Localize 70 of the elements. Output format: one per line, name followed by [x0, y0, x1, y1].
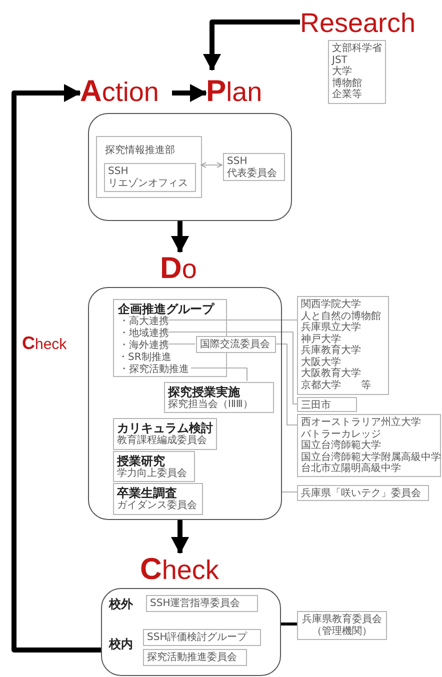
list-item: ・地域連携 — [119, 328, 171, 340]
list-item: JST — [332, 54, 348, 66]
heading-text: Action — [80, 70, 172, 114]
text-line: 探究情報推進部 — [105, 145, 175, 156]
list-item: 企業等 — [332, 89, 363, 100]
arrow — [171, 520, 189, 554]
arrow — [172, 84, 207, 102]
heading-text: Do — [160, 252, 210, 286]
text-line: 探究担当会（ⅠⅡⅢ） — [168, 399, 254, 410]
connector-line — [281, 622, 297, 626]
arrow — [200, 162, 222, 168]
label-box: SSH 代表委員会 — [223, 153, 285, 181]
heading-text: Check — [140, 553, 232, 587]
heading-text: Research — [300, 6, 432, 40]
list-item: 兵庫教育大学 — [301, 345, 362, 356]
label-box: 国際交流委員会 — [196, 336, 276, 353]
heading-text: Plan — [206, 70, 278, 114]
arrow — [203, 20, 300, 71]
list-item: バトラーカレッジ — [301, 428, 382, 440]
heading-text: 校内 — [109, 637, 133, 651]
committee-box — [113, 418, 217, 450]
list-item: ・海外連携 — [119, 340, 171, 352]
committee-box — [164, 382, 274, 413]
connector-line — [190, 368, 248, 382]
text-line: 学力向上委員会 — [117, 468, 188, 480]
group-box — [96, 136, 202, 198]
label-box: 兵庫県教育委員会（管理機関） — [297, 611, 387, 640]
connector-line — [274, 344, 298, 426]
list-item: 人と自然の博物館 — [301, 310, 382, 322]
label-box: SSH リエゾンオフィス — [104, 163, 196, 192]
list-item: 国立台湾師範大学 — [301, 440, 382, 452]
list-item: 台北市立陽明高級中学 — [301, 463, 402, 474]
list-item: ・探究活動推進 — [119, 364, 193, 376]
heading-text: カリキュラム検討 — [117, 421, 213, 435]
edge-label: Check — [22, 333, 67, 354]
rounded-panel — [88, 287, 282, 520]
label-box: SSH評価検討グループ — [143, 629, 261, 646]
list-item: 関西学院大学 — [301, 299, 362, 310]
heading-text: 探究授業実施 — [168, 385, 241, 399]
label-box: SSH運営指導委員会 — [146, 595, 258, 612]
connector-line — [168, 332, 298, 404]
list-item: 大阪大学 — [301, 356, 342, 368]
label-box — [328, 40, 386, 104]
text-line: ・SR制推進 — [118, 352, 172, 364]
label-box — [297, 414, 441, 477]
label-box — [297, 296, 389, 395]
label-box: 三田市 — [297, 397, 357, 412]
list-item: 博物館 — [332, 78, 363, 88]
list-item: 大阪教育大学 — [301, 368, 362, 380]
arrow — [171, 221, 189, 253]
text-line: ガイダンス委員会 — [117, 500, 198, 512]
heading-text: 卒業生調査 — [117, 486, 178, 500]
list-item: 大学 — [332, 66, 353, 78]
list-item: ・高大連携 — [119, 316, 171, 328]
committee-box — [113, 483, 203, 515]
label-box: 探究活動推進委員会 — [143, 649, 247, 666]
rounded-panel — [88, 113, 292, 221]
list-item: 神戸大学 — [301, 334, 342, 344]
label-box: 兵庫県「咲いテク」委員会 — [297, 485, 429, 501]
text-line: 教育課程編成委員会 — [117, 435, 208, 446]
list-item: 兵庫県立大学 — [301, 322, 362, 334]
heading-text: 授業研究 — [117, 454, 165, 468]
list-item: 西オーストラリア州立大学 — [301, 417, 422, 428]
heading-text: 企画推進グループ — [118, 302, 214, 316]
heading-text: 校外 — [109, 597, 133, 611]
list-item: 文部科学省 — [332, 43, 382, 54]
rounded-panel — [101, 588, 281, 676]
arrow — [12, 84, 101, 652]
list-item: 京都大学 等 — [301, 380, 372, 391]
committee-box — [113, 451, 195, 482]
